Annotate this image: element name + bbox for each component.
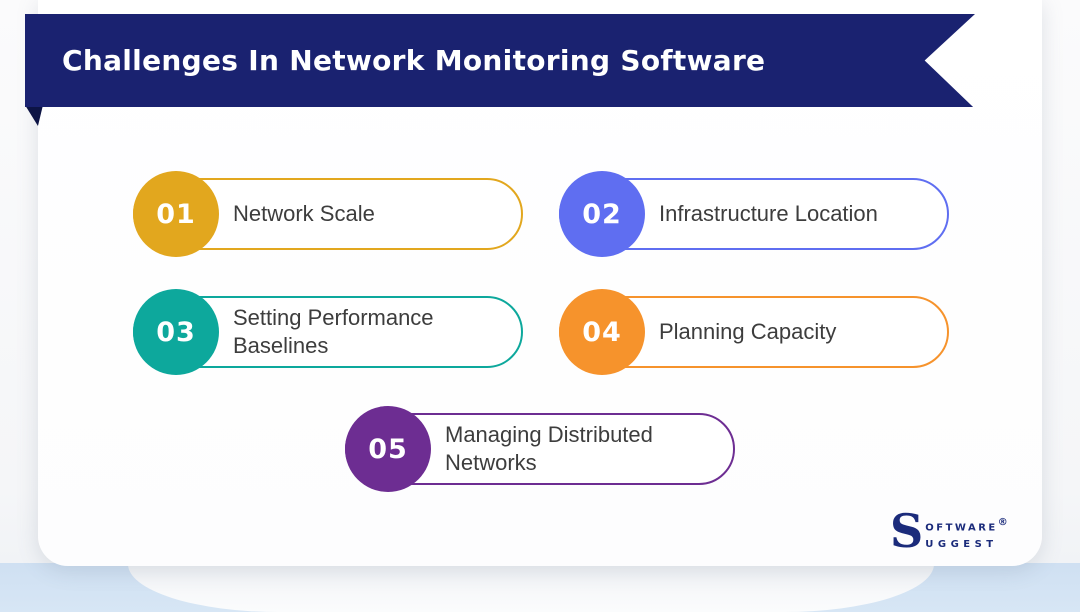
challenge-label: Setting Performance Baselines (233, 305, 434, 358)
challenge-label: Planning Capacity (659, 319, 837, 344)
challenge-pill-5: 05 Managing Distributed Networks (345, 406, 735, 492)
logo-line-top: oftware® (925, 515, 1008, 535)
challenge-number-badge: 04 (559, 289, 645, 375)
title-ribbon: Challenges In Network Monitoring Softwar… (25, 14, 975, 107)
page-title: Challenges In Network Monitoring Softwar… (62, 44, 766, 77)
challenge-number-badge: 02 (559, 171, 645, 257)
challenge-number-badge: 01 (133, 171, 219, 257)
logo-line-bottom: uggest (925, 534, 998, 551)
challenge-number-badge: 05 (345, 406, 431, 492)
challenge-pill-2: 02 Infrastructure Location (559, 171, 949, 257)
challenge-pill-3: 03 Setting Performance Baselines (133, 289, 523, 375)
registered-mark-icon: ® (997, 517, 1008, 528)
logo-text: oftware® uggest (925, 511, 1008, 551)
bottom-center-blob (128, 563, 934, 612)
logo-initial: S (890, 504, 924, 558)
challenge-pill-4: 04 Planning Capacity (559, 289, 949, 375)
challenge-label: Infrastructure Location (659, 201, 878, 226)
challenge-label: Network Scale (233, 201, 375, 226)
brand-logo: S oftware® uggest (890, 504, 1008, 558)
challenge-pill-1: 01 Network Scale (133, 171, 523, 257)
logo-word-top: oftware (925, 518, 998, 535)
challenge-label: Managing Distributed Networks (445, 422, 653, 475)
challenge-number-badge: 03 (133, 289, 219, 375)
